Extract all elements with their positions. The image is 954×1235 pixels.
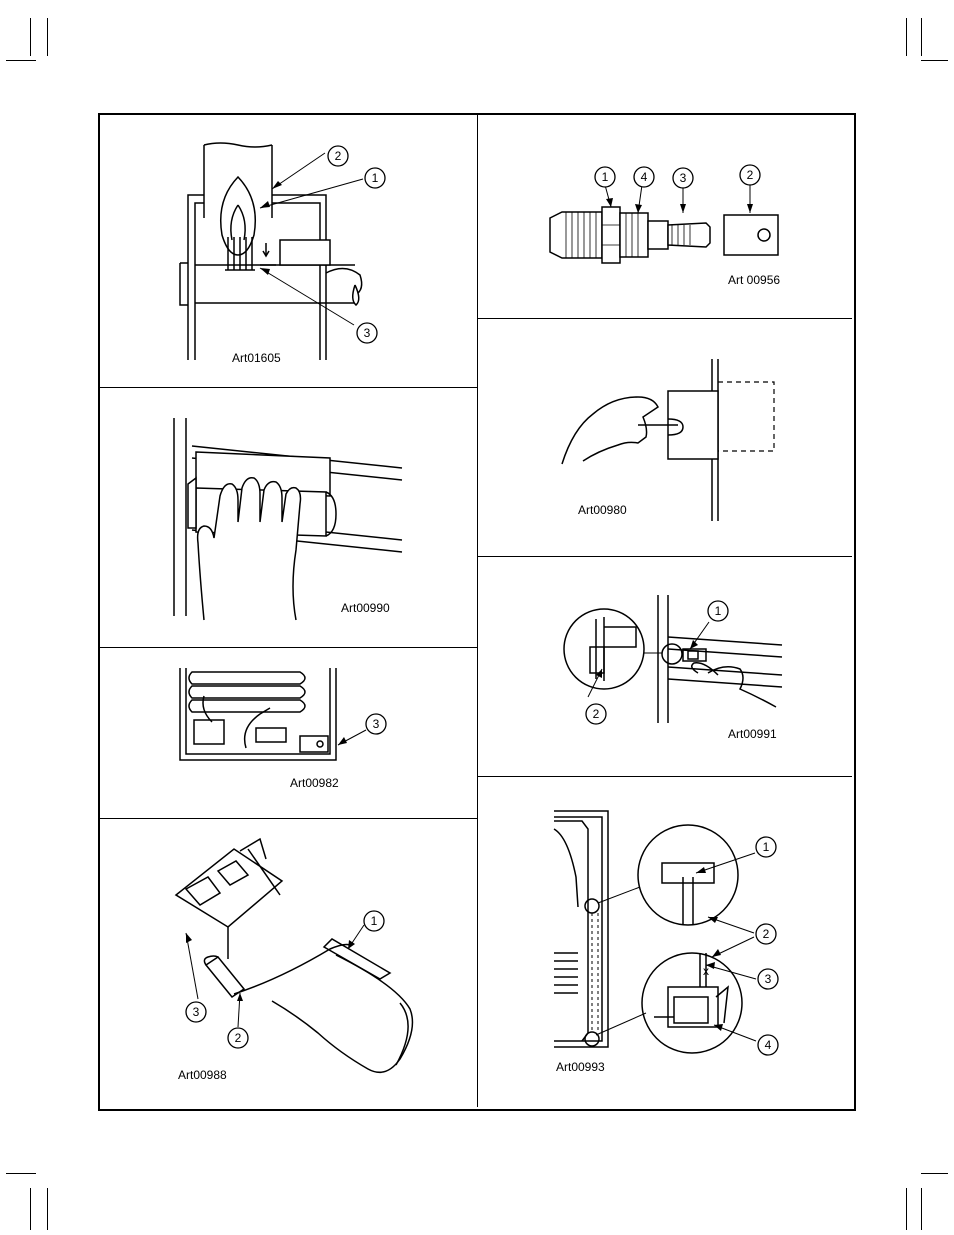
figure-caption: Art00993 (556, 1060, 605, 1074)
unit-rear-illustration: 3 (179, 668, 387, 761)
callout-label: 2 (235, 1031, 242, 1045)
figure-art00980: Art00980 (478, 319, 852, 556)
row-divider (478, 776, 852, 777)
callout-marker (363, 910, 385, 932)
callout-marker (185, 1001, 207, 1023)
callout-marker (757, 1034, 779, 1056)
callout-label: 2 (593, 707, 600, 721)
callout-label: 2 (747, 168, 754, 182)
x-mark: x (703, 964, 709, 978)
row-divider (478, 556, 852, 557)
gas-fitting-illustration: 1 4 3 2 (549, 164, 779, 264)
figure-art00982: 3 Art00982 (100, 648, 477, 818)
door-hinge-detail-illustration: x 1 2 3 4 (553, 810, 779, 1056)
figure-art00993: x 1 2 3 4 Art00993 (478, 777, 852, 1106)
callout-marker (739, 164, 761, 186)
figure-caption: Art 00956 (728, 273, 781, 287)
row-divider (100, 647, 477, 648)
burner-flame-illustration: 2 1 3 (179, 142, 386, 360)
callout-label: 1 (371, 914, 378, 928)
figure-art01605: 2 1 3 Art01605 (100, 115, 477, 387)
figure-frame (98, 113, 856, 1111)
callout-marker (757, 968, 779, 990)
callout-marker (755, 923, 777, 945)
row-divider (100, 387, 477, 388)
hand-removing-cover-illustration (561, 359, 775, 521)
callout-label: 3 (373, 717, 380, 731)
callout-marker (755, 836, 777, 858)
callout-label: 1 (715, 604, 722, 618)
callout-marker (227, 1027, 249, 1049)
callout-label: 3 (193, 1005, 200, 1019)
callout-marker (707, 600, 729, 622)
callout-marker (327, 145, 349, 167)
callout-label: 1 (763, 840, 770, 854)
figure-art00991: 1 2 Art00991 (478, 557, 852, 776)
callout-label: 4 (641, 170, 648, 184)
row-divider (100, 818, 477, 819)
burner-cover-illustration: 1 3 2 (174, 837, 414, 1074)
callout-label: 1 (602, 170, 609, 184)
hand-lifting-shelf-illustration (173, 418, 403, 621)
clip-release-illustration: 1 2 (563, 595, 783, 725)
callout-marker (365, 713, 387, 735)
figure-caption: Art01605 (232, 351, 281, 365)
callout-marker (585, 703, 607, 725)
figure-art00990: Art00990 (100, 388, 477, 647)
callout-label: 3 (765, 972, 772, 986)
callout-marker (594, 166, 616, 188)
figure-caption: Art00980 (578, 503, 627, 517)
figure-caption: Art00991 (728, 727, 777, 741)
callout-label: 4 (765, 1038, 772, 1052)
column-divider (477, 115, 478, 1107)
figure-caption: Art00982 (290, 776, 339, 790)
callout-label: 2 (763, 927, 770, 941)
callout-marker (356, 322, 378, 344)
row-divider (478, 318, 852, 319)
figure-art00988: 1 3 2 Art00988 (100, 819, 477, 1106)
callout-label: 3 (364, 326, 371, 340)
callout-marker (364, 167, 386, 189)
callout-label: 2 (335, 149, 342, 163)
figure-caption: Art00990 (341, 601, 390, 615)
figure-art00956: 1 4 3 2 Art 00956 (478, 115, 852, 318)
callout-label: 3 (680, 171, 687, 185)
callout-marker (672, 167, 694, 189)
figure-caption: Art00988 (178, 1068, 227, 1082)
callout-label: 1 (372, 171, 379, 185)
callout-marker (633, 166, 655, 188)
